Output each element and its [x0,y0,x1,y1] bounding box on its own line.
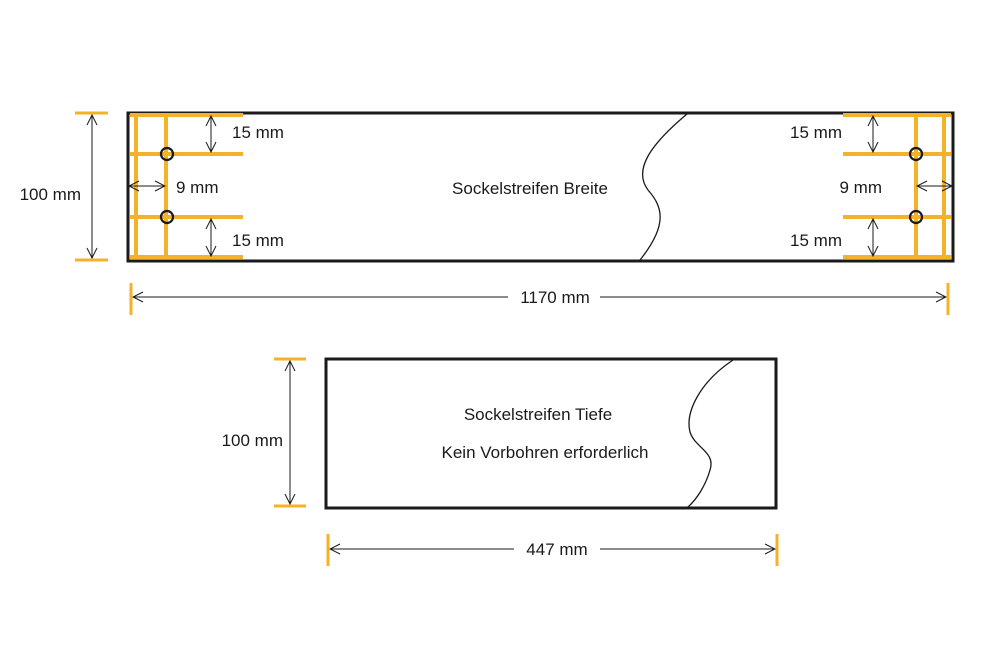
break-line [639,113,688,261]
break-line-depth [687,359,734,508]
strip-depth-title: Sockelstreifen Tiefe [464,405,612,424]
label-right-bottom-offset: 15 mm [790,231,842,250]
label-right-edge-offset: 9 mm [840,178,883,197]
drill-hole-right-bottom [908,209,924,225]
strip-width-title: Sockelstreifen Breite [452,179,608,198]
strip-depth-note: Kein Vorbohren erforderlich [442,443,649,462]
label-left-top-offset: 15 mm [232,123,284,142]
drill-hole-left-bottom [159,209,175,225]
strip-width-length-label: 1170 mm [520,288,590,307]
drill-hole-left-top [159,146,175,162]
left-drill-grid [130,113,243,259]
label-left-edge-offset: 9 mm [176,178,219,197]
label-left-bottom-offset: 15 mm [232,231,284,250]
strip-depth-drawing: Sockelstreifen Tiefe Kein Vorbohren erfo… [222,357,779,566]
strip-depth-length-label: 447 mm [526,540,587,559]
drill-hole-right-top [908,146,924,162]
strip-depth-outline [324,357,778,510]
label-right-top-offset: 15 mm [790,123,842,142]
strip-width-height-label: 100 mm [20,185,81,204]
strip-width-drawing: 15 mm 9 mm 15 mm 15 mm 9 mm 15 mm Sockel… [20,111,955,315]
strip-depth-height-label: 100 mm [222,431,283,450]
strip-width-outline [126,111,955,263]
